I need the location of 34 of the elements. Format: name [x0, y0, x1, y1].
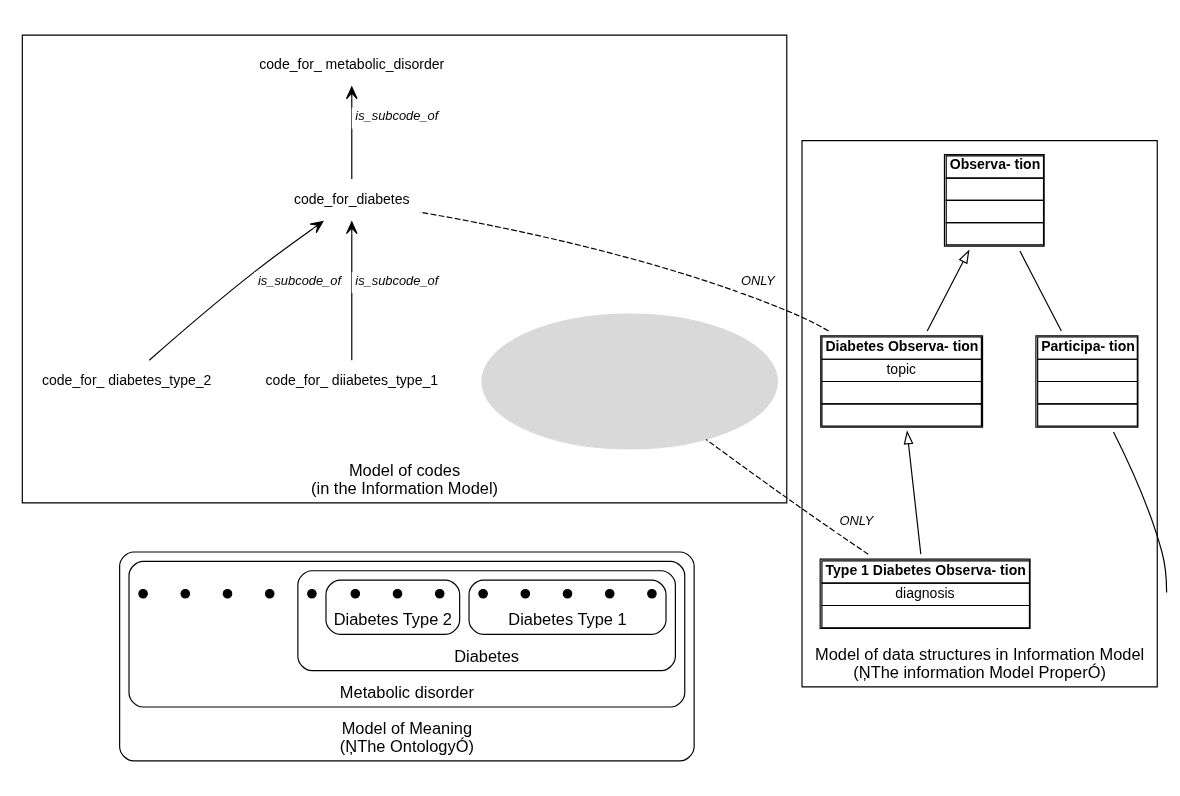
connector [1112, 431, 1168, 594]
connector [1019, 250, 1062, 332]
arrow [903, 430, 922, 555]
node-text: code_for_ diiabetes_type_1 [265, 372, 439, 389]
node-text: code_for_diabetes [293, 191, 410, 208]
node-circle [350, 588, 361, 599]
node-ellipse [481, 313, 778, 450]
node-text: code_for_ metabolic_disorder [259, 56, 445, 73]
arrow [345, 221, 358, 361]
cluster: Diabetes Type 1 [468, 579, 667, 635]
cluster: Diabetes Type 2 [325, 579, 461, 635]
node-circle [647, 588, 657, 599]
edge-label: ONLY [839, 512, 874, 528]
edge-label: is_subcode_of [257, 272, 342, 288]
node-circle [264, 588, 275, 599]
edge-label: is_subcode_of [355, 272, 439, 288]
node-circle [138, 588, 148, 599]
node-circle [478, 588, 488, 599]
arrow [148, 221, 324, 361]
arrow [926, 249, 970, 332]
arrow [345, 86, 358, 180]
edge-label: is_subcode_of [355, 108, 439, 124]
node-circle [180, 588, 191, 599]
node-circle [392, 588, 403, 599]
node-circle [562, 588, 573, 599]
connector [705, 438, 869, 555]
node-text: code_for_ diabetes_type_2 [41, 372, 212, 389]
connector [419, 211, 830, 332]
node-circle [307, 588, 317, 599]
node-circle [434, 588, 445, 599]
node-circle [604, 588, 615, 599]
edge-label: ONLY [741, 272, 775, 288]
node-circle [222, 588, 233, 599]
node-circle [520, 588, 531, 599]
